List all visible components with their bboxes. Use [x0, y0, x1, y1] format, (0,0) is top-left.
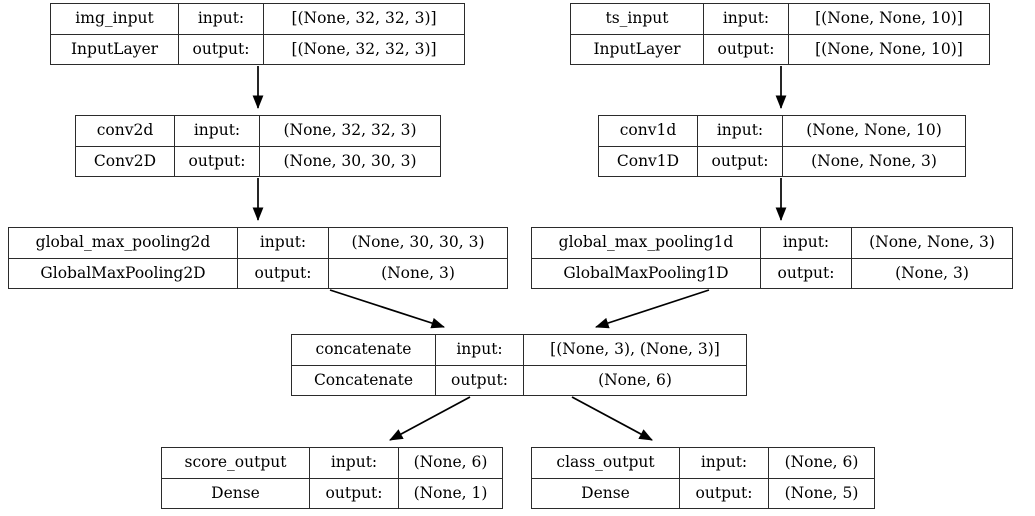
layer-class: InputLayer: [51, 34, 179, 64]
input-label: input:: [179, 4, 264, 34]
layer-name: global_max_pooling1d: [532, 228, 761, 258]
output-shape: (None, 1): [413, 483, 488, 502]
layer-name: img_input: [51, 4, 179, 34]
output-shape: (None, 3): [895, 263, 969, 282]
layer-name: global_max_pooling2d: [9, 228, 238, 258]
input-label: input:: [680, 448, 769, 478]
output-label: output:: [310, 478, 399, 508]
edge-global_max_pooling1d-to-concatenate: [595, 289, 710, 329]
layer-class: Dense: [532, 478, 680, 508]
output-shape: (None, 6): [598, 370, 672, 389]
layer-name: conv1d: [599, 116, 698, 146]
input-shape: [(None, None, 10)]: [815, 9, 963, 27]
input-label: input:: [698, 116, 783, 146]
input-shape: (None, 6): [413, 453, 488, 471]
layer-name: concatenate: [292, 335, 436, 365]
output-label: output:: [179, 34, 264, 64]
output-label: output:: [680, 478, 769, 508]
output-label: output:: [175, 146, 260, 176]
edge-global_max_pooling2d-to-concatenate: [329, 289, 445, 329]
input-shape: (None, None, 10): [806, 121, 942, 139]
input-label: input:: [704, 4, 789, 34]
output-shape: (None, None, 3): [811, 151, 937, 170]
output-label: output:: [761, 258, 852, 288]
output-label: output:: [704, 34, 789, 64]
output-shape: (None, 3): [381, 263, 455, 282]
input-shape: (None, 6): [784, 453, 859, 471]
input-label: input:: [310, 448, 399, 478]
layer-class: Concatenate: [292, 365, 436, 395]
layer-class: GlobalMaxPooling1D: [532, 258, 761, 288]
output-shape: [(None, None, 10)]: [815, 39, 963, 58]
input-label: input:: [238, 228, 329, 258]
input-label: input:: [175, 116, 260, 146]
layer-class: GlobalMaxPooling2D: [9, 258, 238, 288]
output-shape: (None, 30, 30, 3): [283, 151, 417, 170]
output-shape: (None, 5): [784, 483, 859, 502]
input-label: input:: [761, 228, 852, 258]
edge-concatenate-to-score_output: [389, 396, 471, 441]
input-shape: (None, 30, 30, 3): [351, 233, 485, 251]
layer-class: InputLayer: [571, 34, 704, 64]
input-shape: (None, 32, 32, 3): [283, 121, 417, 139]
layer-class: Conv2D: [76, 146, 175, 176]
edge-concatenate-to-class_output: [571, 396, 653, 441]
output-label: output:: [436, 365, 524, 395]
layer-name: class_output: [532, 448, 680, 478]
output-label: output:: [698, 146, 783, 176]
layer-class: Conv1D: [599, 146, 698, 176]
input-shape: [(None, 3), (None, 3)]: [550, 340, 720, 358]
input-shape: [(None, 32, 32, 3)]: [291, 9, 437, 27]
layer-class: Dense: [162, 478, 310, 508]
input-label: input:: [436, 335, 524, 365]
input-shape: (None, None, 3): [869, 233, 995, 251]
layer-name: conv2d: [76, 116, 175, 146]
output-shape: [(None, 32, 32, 3)]: [291, 39, 437, 58]
output-label: output:: [238, 258, 329, 288]
layer-name: score_output: [162, 448, 310, 478]
layer-name: ts_input: [571, 4, 704, 34]
